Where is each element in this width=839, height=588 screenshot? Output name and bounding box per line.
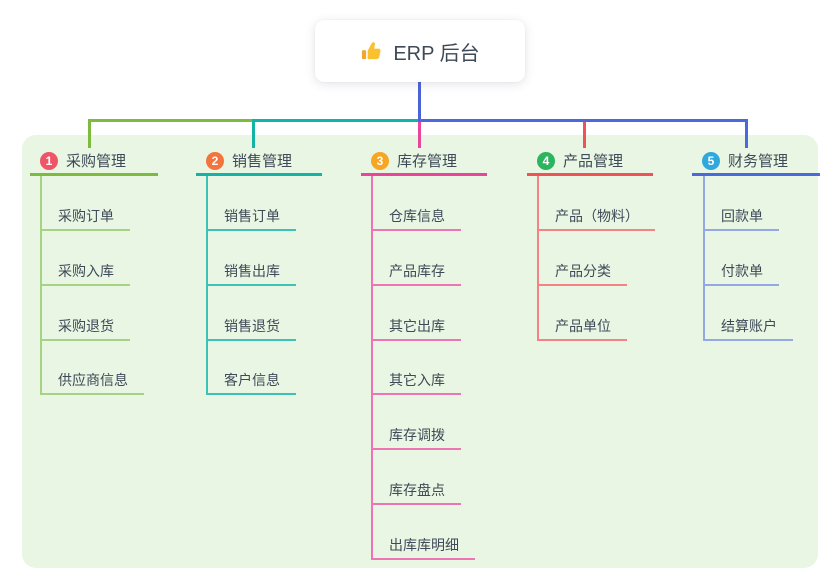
node-product-unit[interactable]: 产品单位 [537, 313, 627, 341]
branches-panel [22, 135, 818, 568]
branch-5-child-connector [703, 176, 705, 341]
connector-drop-branch-1 [88, 119, 91, 148]
connector-drop-branch-4 [583, 119, 586, 148]
node-receipt-bill[interactable]: 回款单 [703, 203, 779, 231]
branch-head-2[interactable]: 2 销售管理 [196, 148, 322, 176]
connector-root-trunk [418, 82, 421, 122]
branch-head-1[interactable]: 1 采购管理 [30, 148, 158, 176]
branch-head-3[interactable]: 3 库存管理 [361, 148, 487, 176]
branch-head-4[interactable]: 4 产品管理 [527, 148, 653, 176]
node-product-category[interactable]: 产品分类 [537, 258, 627, 286]
connector-horizontal-branch-5 [418, 119, 748, 122]
branch-5-label: 财务管理 [728, 153, 789, 170]
node-sales-outbound[interactable]: 销售出库 [206, 258, 296, 286]
node-stock-transfer[interactable]: 库存调拨 [371, 422, 461, 450]
node-payment-bill[interactable]: 付款单 [703, 258, 779, 286]
branch-4-badge: 4 [537, 151, 555, 170]
thumbs-up-icon [362, 41, 381, 59]
node-other-outbound[interactable]: 其它出库 [371, 313, 461, 341]
node-purchase-inbound[interactable]: 采购入库 [40, 258, 130, 286]
branch-3-badge: 3 [371, 151, 389, 170]
root-label: ERP 后台 [393, 42, 480, 65]
branch-5-badge: 5 [702, 151, 720, 170]
branch-3-child-connector [371, 176, 373, 560]
connector-drop-branch-3 [418, 119, 421, 148]
branch-4-label: 产品管理 [563, 153, 624, 170]
connector-drop-branch-5 [745, 119, 748, 148]
branch-2-label: 销售管理 [232, 153, 293, 170]
branch-4-child-connector [537, 176, 539, 341]
node-settlement-account[interactable]: 结算账户 [703, 313, 793, 341]
node-outbound-detail[interactable]: 出库库明细 [371, 532, 475, 560]
node-sales-order[interactable]: 销售订单 [206, 203, 296, 231]
connector-horizontal-branch-2 [252, 119, 421, 122]
node-stock-count[interactable]: 库存盘点 [371, 477, 461, 505]
node-sales-return[interactable]: 销售退货 [206, 313, 296, 341]
connector-horizontal-branch-1 [88, 119, 254, 122]
branch-1-badge: 1 [40, 151, 58, 170]
branch-1-label: 采购管理 [66, 153, 127, 170]
node-other-inbound[interactable]: 其它入库 [371, 367, 461, 395]
node-customer-info[interactable]: 客户信息 [206, 367, 296, 395]
node-warehouse-info[interactable]: 仓库信息 [371, 203, 461, 231]
connector-drop-branch-2 [252, 119, 255, 148]
node-product-stock[interactable]: 产品库存 [371, 258, 461, 286]
root-node[interactable]: ERP 后台 [315, 20, 525, 82]
node-purchase-order[interactable]: 采购订单 [40, 203, 130, 231]
node-purchase-return[interactable]: 采购退货 [40, 313, 130, 341]
node-supplier-info[interactable]: 供应商信息 [40, 367, 144, 395]
branch-2-badge: 2 [206, 151, 224, 170]
node-product-material[interactable]: 产品（物料） [537, 203, 655, 231]
branch-3-label: 库存管理 [397, 153, 458, 170]
branch-head-5[interactable]: 5 财务管理 [692, 148, 820, 176]
